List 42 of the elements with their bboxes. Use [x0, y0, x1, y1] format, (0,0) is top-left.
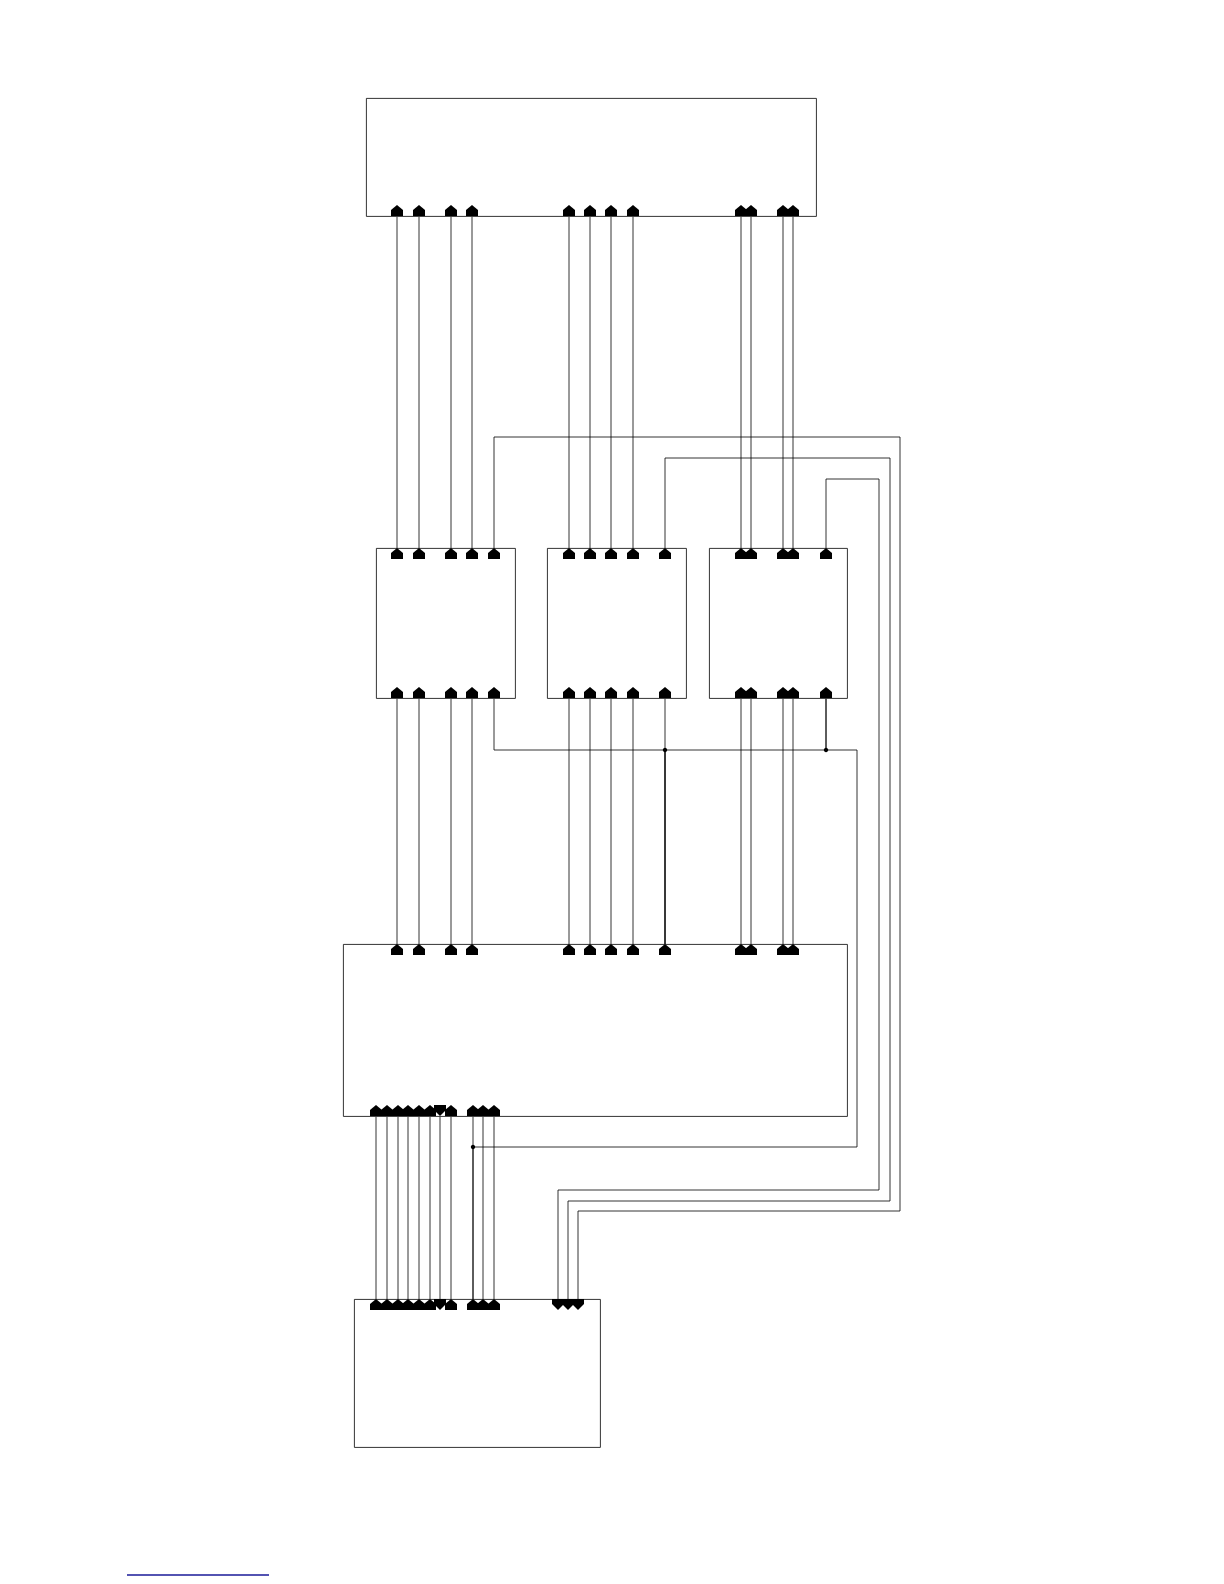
- wire: [439, 1116, 441, 1300]
- wire: [450, 698, 452, 945]
- wire: [418, 216, 420, 549]
- wire: [450, 216, 452, 549]
- module-box: [376, 548, 516, 699]
- wire: [782, 216, 784, 549]
- module-box: [343, 944, 848, 1117]
- wire: [740, 698, 742, 945]
- wire: [632, 216, 634, 549]
- wire: [610, 698, 612, 945]
- wire: [407, 1116, 409, 1300]
- wire: [386, 1116, 388, 1300]
- wire: [589, 698, 591, 945]
- wire: [418, 698, 420, 945]
- wire: [568, 216, 570, 549]
- wire: [493, 436, 901, 1300]
- wire: [782, 698, 784, 945]
- wire: [471, 698, 473, 945]
- module-box: [709, 548, 848, 699]
- wire: [429, 1116, 431, 1300]
- module-box: [547, 548, 687, 699]
- wire: [375, 1116, 377, 1300]
- module-box: [366, 98, 817, 217]
- wire: [397, 1116, 399, 1300]
- wire: [792, 698, 794, 945]
- module-box: [354, 1299, 601, 1448]
- wire: [632, 698, 634, 945]
- wire: [396, 698, 398, 945]
- wire: [740, 216, 742, 549]
- wire: [482, 1116, 484, 1300]
- wire: [472, 698, 858, 1300]
- wire: [750, 698, 752, 945]
- wire: [396, 216, 398, 549]
- wire: [610, 216, 612, 549]
- wire: [418, 1116, 420, 1300]
- wire: [450, 1116, 452, 1300]
- wire: [471, 216, 473, 549]
- wire: [589, 216, 591, 549]
- wire: [568, 698, 570, 945]
- wire: [792, 216, 794, 549]
- wire: [493, 1116, 495, 1300]
- wire: [750, 216, 752, 549]
